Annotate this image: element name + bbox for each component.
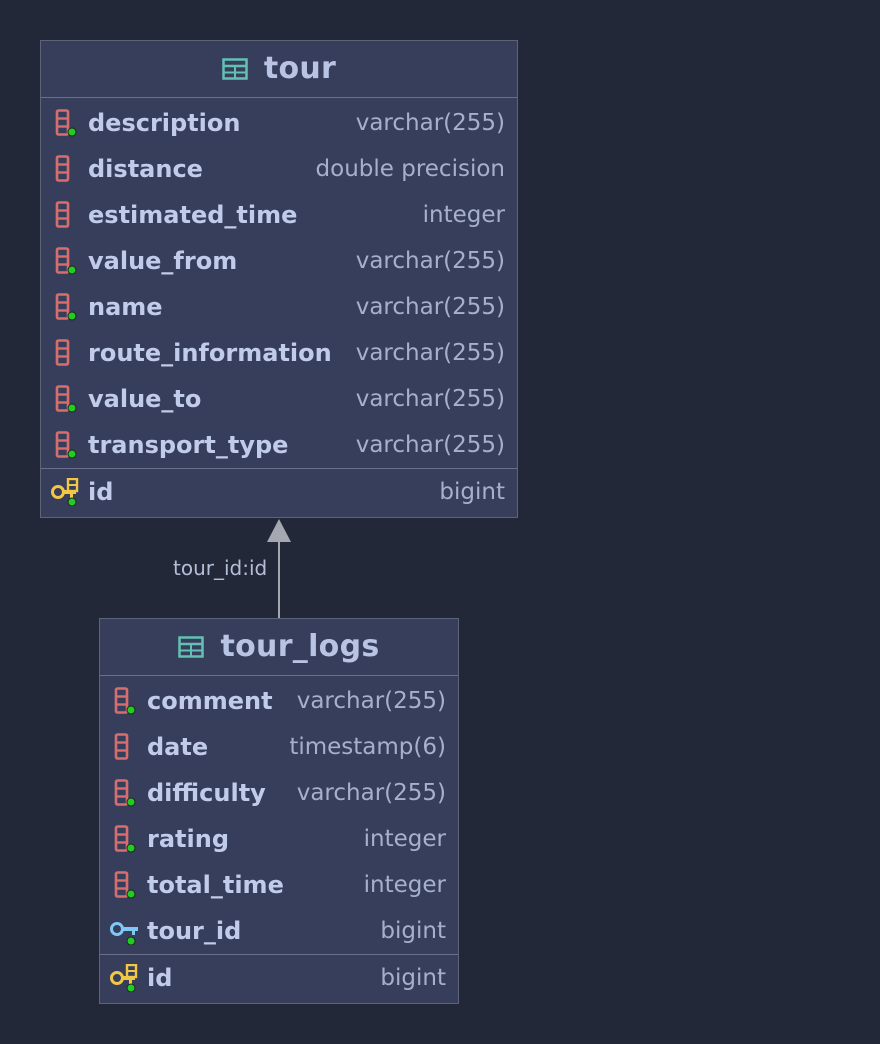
column-row-tour-id[interactable]: tour_id bigint: [100, 908, 458, 954]
column-name: comment: [147, 687, 273, 715]
column-type: varchar(255): [355, 386, 505, 412]
column-name: route_information: [88, 339, 332, 367]
column-row-transport-type[interactable]: transport_type varchar(255): [41, 422, 517, 468]
column-type: bigint: [380, 965, 446, 991]
column-type: varchar(255): [355, 432, 505, 458]
table-title: tour_logs: [220, 628, 380, 664]
column-row-rating[interactable]: rating integer: [100, 816, 458, 862]
column-not-null-icon: [55, 293, 81, 321]
column-name: difficulty: [147, 779, 266, 807]
column-name: distance: [88, 155, 203, 183]
column-not-null-icon: [55, 109, 81, 137]
column-name: total_time: [147, 871, 284, 899]
primary-key-section: id bigint: [100, 954, 458, 1002]
column-name: transport_type: [88, 431, 289, 459]
column-name: value_to: [88, 385, 202, 413]
column-row-distance[interactable]: distance double precision: [41, 146, 517, 192]
column-not-null-icon: [114, 871, 140, 899]
table-tour[interactable]: tour description varchar(255) distance doub…: [40, 40, 518, 518]
column-icon: [55, 155, 81, 183]
column-type: bigint: [380, 918, 446, 944]
column-type: integer: [363, 826, 446, 852]
table-tour-logs[interactable]: tour_logs comment varchar(255) date timesta…: [99, 618, 459, 1004]
column-name: estimated_time: [88, 201, 298, 229]
primary-key-icon: [110, 963, 140, 993]
primary-key-section: id bigint: [41, 468, 517, 516]
column-not-null-icon: [114, 687, 140, 715]
column-type: double precision: [315, 156, 505, 182]
table-header[interactable]: tour: [41, 41, 517, 98]
column-type: bigint: [439, 479, 505, 505]
column-row-id[interactable]: id bigint: [41, 469, 517, 516]
column-row-estimated-time[interactable]: estimated_time integer: [41, 192, 517, 238]
column-type: varchar(255): [296, 780, 446, 806]
table-icon: [178, 636, 205, 658]
column-list: description varchar(255) distance double pr…: [41, 98, 517, 468]
table-title: tour: [263, 50, 337, 86]
column-row-value-from[interactable]: value_from varchar(255): [41, 238, 517, 284]
column-name: description: [88, 109, 241, 137]
column-name: tour_id: [147, 917, 242, 945]
column-type: integer: [422, 202, 505, 228]
table-header[interactable]: tour_logs: [100, 619, 458, 676]
column-name: id: [88, 478, 114, 506]
column-type: varchar(255): [296, 688, 446, 714]
column-row-route-information[interactable]: route_information varchar(255): [41, 330, 517, 376]
column-name: name: [88, 293, 163, 321]
column-type: varchar(255): [355, 340, 505, 366]
column-type: varchar(255): [355, 248, 505, 274]
column-row-name[interactable]: name varchar(255): [41, 284, 517, 330]
column-row-value-to[interactable]: value_to varchar(255): [41, 376, 517, 422]
column-name: rating: [147, 825, 229, 853]
column-type: timestamp(6): [289, 734, 446, 760]
column-row-description[interactable]: description varchar(255): [41, 100, 517, 146]
column-not-null-icon: [55, 247, 81, 275]
relationship-label: tour_id:id: [173, 556, 268, 580]
column-list: comment varchar(255) date timestamp(6) diffi…: [100, 676, 458, 954]
primary-key-icon: [51, 477, 81, 507]
column-not-null-icon: [55, 431, 81, 459]
table-icon: [222, 58, 248, 80]
column-not-null-icon: [114, 825, 140, 853]
column-name: date: [147, 733, 209, 761]
column-icon: [55, 339, 81, 367]
column-type: varchar(255): [355, 110, 505, 136]
column-row-id[interactable]: id bigint: [100, 955, 458, 1002]
column-row-total-time[interactable]: total_time integer: [100, 862, 458, 908]
column-name: value_from: [88, 247, 238, 275]
column-not-null-icon: [55, 385, 81, 413]
column-not-null-icon: [114, 779, 140, 807]
column-row-difficulty[interactable]: difficulty varchar(255): [100, 770, 458, 816]
column-name: id: [147, 964, 173, 992]
column-type: varchar(255): [355, 294, 505, 320]
column-type: integer: [363, 872, 446, 898]
column-row-comment[interactable]: comment varchar(255): [100, 678, 458, 724]
column-icon: [55, 201, 81, 229]
foreign-key-icon: [110, 917, 140, 946]
column-icon: [114, 733, 140, 761]
column-row-date[interactable]: date timestamp(6): [100, 724, 458, 770]
arrowhead-icon: [267, 519, 291, 542]
